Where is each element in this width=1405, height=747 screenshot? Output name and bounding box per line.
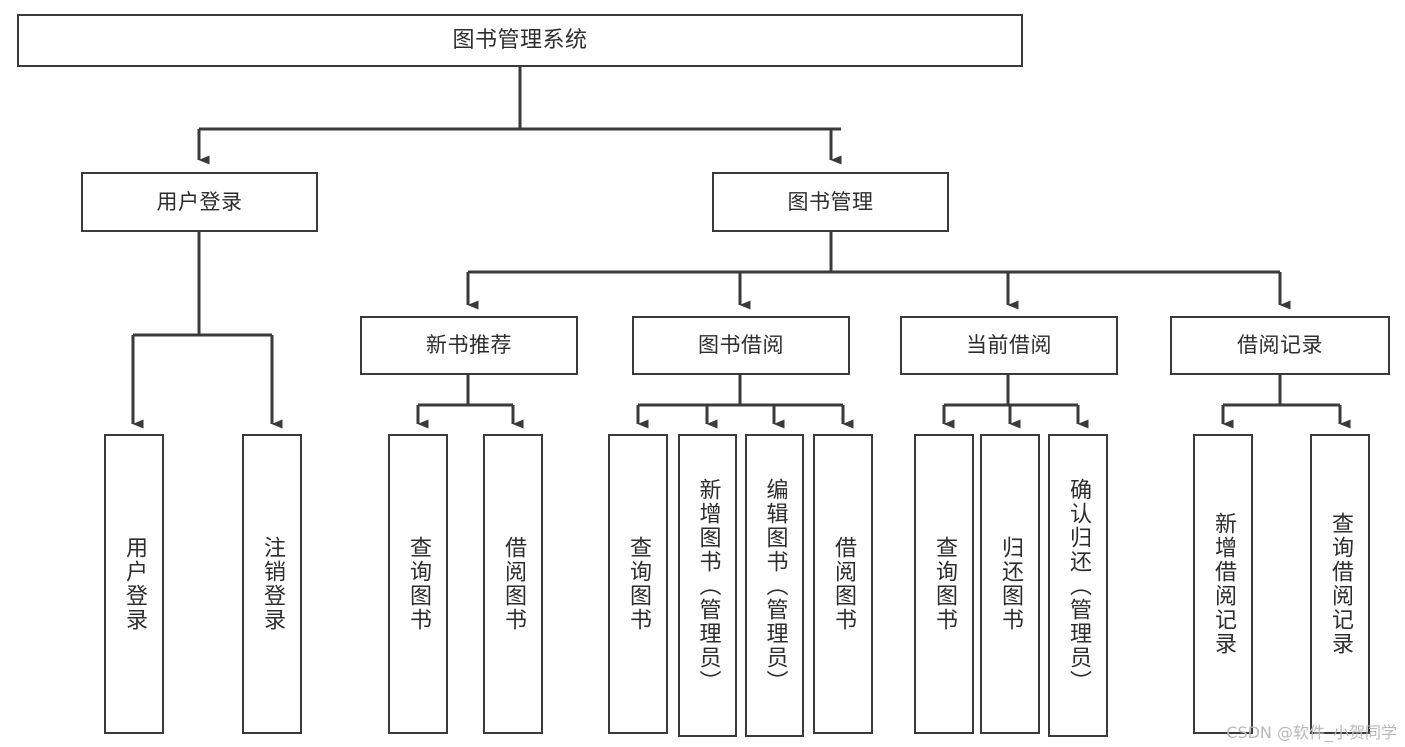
node-new-book-recommend[interactable]: 新书推荐 [360, 316, 578, 375]
node-current-borrow[interactable]: 当前借阅 [900, 316, 1118, 375]
node-label: 注销登录 [259, 536, 285, 632]
leaf-borrow-book-recommend[interactable]: 借阅图书 [483, 434, 543, 734]
node-label: 查询图书 [931, 536, 957, 632]
node-label: 新增借阅记录 [1210, 512, 1236, 656]
node-label: 查询图书 [625, 536, 651, 632]
leaf-borrow-book[interactable]: 借阅图书 [813, 434, 873, 734]
node-label: 查询图书 [405, 536, 431, 632]
watermark: CSDN @软件_小贺同学 [1226, 723, 1397, 742]
node-label: 当前借阅 [966, 333, 1052, 358]
node-label: 用户登录 [156, 189, 243, 214]
node-root-book-management-system[interactable]: 图书管理系统 [17, 14, 1023, 67]
leaf-query-book-current[interactable]: 查询图书 [914, 434, 974, 734]
node-label: 归还图书 [997, 536, 1023, 632]
node-label: 编辑图书（管理员） [762, 477, 788, 694]
node-label: 借阅图书 [500, 536, 526, 632]
node-label: 图书管理系统 [452, 27, 588, 53]
node-label: 查询借阅记录 [1327, 512, 1353, 656]
leaf-add-book-admin[interactable]: 新增图书（管理员） [678, 434, 737, 737]
node-label: 图书借阅 [698, 333, 784, 358]
leaf-logout[interactable]: 注销登录 [242, 434, 302, 734]
node-label: 借阅记录 [1237, 333, 1323, 358]
node-label: 图书管理 [787, 189, 874, 214]
node-label: 用户登录 [121, 536, 147, 632]
leaf-confirm-return-admin[interactable]: 确认归还（管理员） [1048, 434, 1108, 737]
node-book-borrow[interactable]: 图书借阅 [632, 316, 850, 375]
node-user-login[interactable]: 用户登录 [81, 172, 318, 232]
leaf-user-login[interactable]: 用户登录 [104, 434, 164, 734]
node-label: 新书推荐 [426, 333, 512, 358]
node-label: 借阅图书 [830, 536, 856, 632]
leaf-edit-book-admin[interactable]: 编辑图书（管理员） [745, 434, 804, 737]
leaf-query-borrow-record[interactable]: 查询借阅记录 [1310, 434, 1370, 734]
node-label: 确认归还（管理员） [1065, 477, 1091, 694]
leaf-query-book-borrow[interactable]: 查询图书 [608, 434, 668, 734]
leaf-add-borrow-record[interactable]: 新增借阅记录 [1193, 434, 1253, 734]
node-borrow-record[interactable]: 借阅记录 [1170, 316, 1390, 375]
node-label: 新增图书（管理员） [695, 477, 721, 694]
leaf-query-book-recommend[interactable]: 查询图书 [388, 434, 448, 734]
leaf-return-book[interactable]: 归还图书 [980, 434, 1040, 734]
node-book-management[interactable]: 图书管理 [712, 172, 949, 232]
